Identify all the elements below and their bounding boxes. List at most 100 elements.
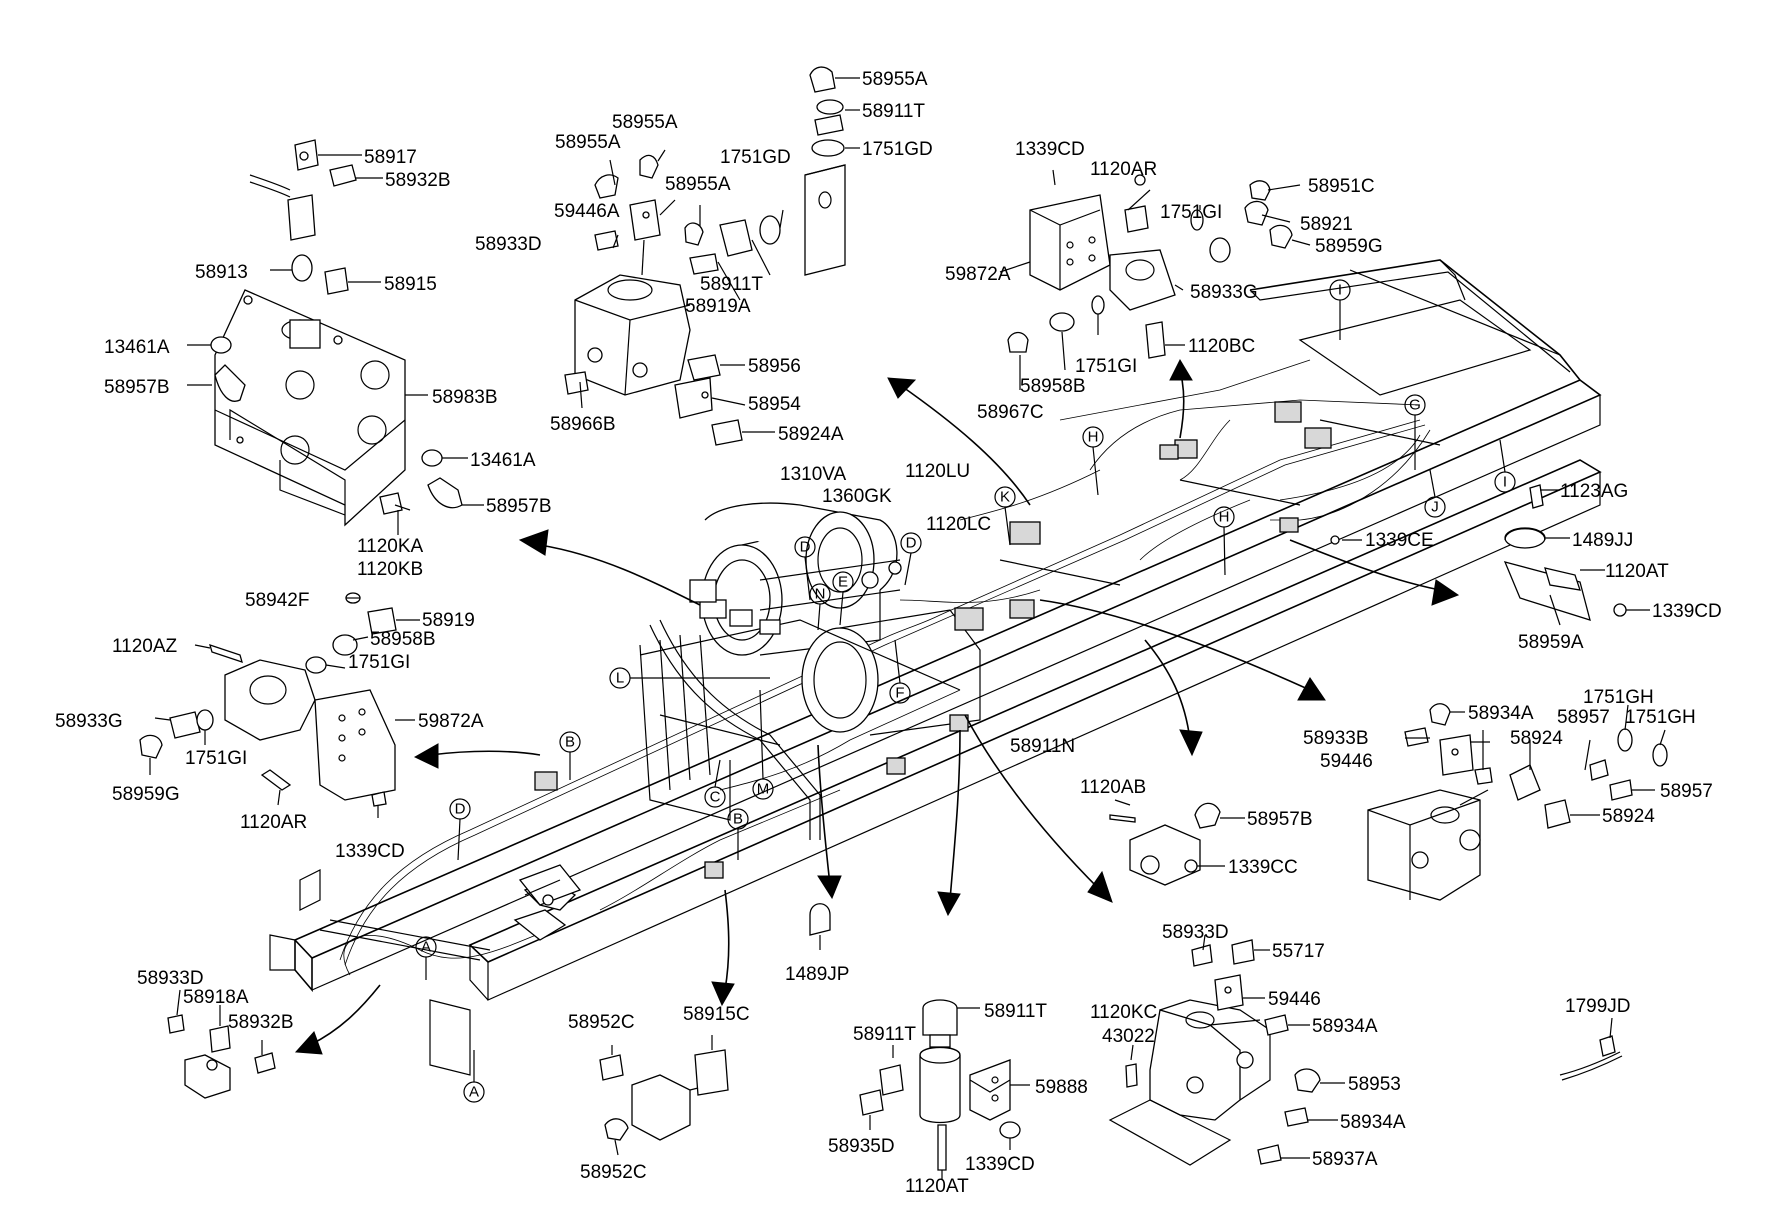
callout-k: K (994, 486, 1016, 546)
part-label: 1751GH (1625, 707, 1696, 728)
part-label: 58934A (1468, 703, 1534, 724)
part-label: 58958B (1020, 376, 1086, 397)
reference-arrows (294, 358, 1460, 1055)
part-label: 58952C (568, 1012, 635, 1033)
part-label: 1120AT (1605, 561, 1669, 582)
callout-e: E (832, 571, 854, 626)
part-label: 59872A (945, 264, 1011, 285)
svg-text:A: A (469, 1084, 479, 1101)
part-label: 58933B (1303, 728, 1369, 749)
callout-i-right: I (1494, 439, 1516, 493)
part-label: 58959G (1315, 236, 1383, 257)
part-label: 58951C (1308, 176, 1375, 197)
callout-g: G (1404, 394, 1426, 470)
svg-text:E: E (838, 574, 848, 591)
part-label: 58952C (580, 1162, 647, 1183)
svg-text:D: D (800, 539, 811, 556)
part-label: 58924A (778, 424, 844, 445)
part-label: 1751GI (1160, 202, 1222, 223)
part-label: 58915 (384, 274, 437, 295)
part-label: 58955A (862, 69, 928, 90)
part-label: 59446 (1268, 989, 1321, 1010)
svg-text:G: G (1409, 397, 1421, 414)
part-label: 58913 (195, 262, 248, 283)
part-label: 1120LU (905, 461, 970, 482)
part-label: 58911T (700, 274, 763, 295)
part-label: 55717 (1272, 941, 1325, 962)
part-label: 1310VA (780, 464, 847, 485)
part-label: 58933D (1162, 922, 1229, 943)
part-label: 58956 (748, 356, 801, 377)
part-label: 1489JJ (1572, 530, 1633, 551)
part-label: 58953 (1348, 1074, 1401, 1095)
part-label: 58955A (665, 174, 731, 195)
callout-l: L (609, 667, 770, 689)
callout-d-3: D (449, 798, 471, 861)
bottom-left-fitting-assembly (167, 989, 276, 1099)
part-label: 58959A (1518, 632, 1584, 653)
callout-b-1: B (559, 731, 581, 780)
part-label: 58957 (1557, 707, 1610, 728)
part-label: 1339CC (1228, 857, 1298, 878)
svg-text:K: K (1000, 489, 1010, 506)
svg-text:J: J (1431, 499, 1439, 516)
svg-text:I: I (1503, 474, 1507, 491)
part-label: 58954 (748, 394, 801, 415)
part-label: 1339CD (1015, 139, 1085, 160)
part-label: 58937A (1312, 1149, 1378, 1170)
svg-text:L: L (616, 670, 624, 687)
part-label: 58911T (862, 101, 925, 122)
part-label: 1799JD (1565, 996, 1631, 1017)
svg-text:H: H (1088, 429, 1099, 446)
part-label: 1120BC (1188, 336, 1255, 357)
part-label: 58942F (245, 590, 309, 611)
part-label: 58919 (422, 610, 475, 631)
part-label: 1120KA (357, 536, 424, 557)
part-label: 1339CD (335, 841, 405, 862)
part-label: 1120KC (1090, 1002, 1157, 1023)
part-label: 1360GK (822, 486, 892, 507)
part-label: 58934A (1340, 1112, 1406, 1133)
svg-text:D: D (455, 801, 466, 818)
callout-a-1: A (415, 936, 437, 980)
frame-mounted-valves (513, 401, 1332, 941)
part-label: 58918A (183, 987, 249, 1008)
part-label: 43022 (1102, 1026, 1155, 1047)
part-label: 59888 (1035, 1077, 1088, 1098)
part-label: 58924 (1602, 806, 1655, 827)
bottom-center-filter-assembly (859, 999, 1030, 1180)
part-label: 58911T (853, 1024, 916, 1045)
air-lines (339, 359, 1431, 976)
callout-d-2: D (900, 532, 922, 586)
part-label: 58957B (486, 496, 552, 517)
callout-a-2: A (463, 1050, 485, 1103)
clamp-bracket-right (1330, 484, 1650, 626)
part-label: 58935D (828, 1136, 895, 1157)
callout-c: C (704, 759, 726, 808)
part-label: 1120KB (357, 559, 423, 580)
part-label: 58933D (475, 234, 542, 255)
callout-j: J (1424, 469, 1446, 518)
callout-circles: I G H I J K H D D E N L F B C M D B A A (415, 279, 1516, 1103)
upper-bracket-assembly (999, 169, 1311, 390)
svg-text:A: A (421, 939, 431, 956)
part-label: 1751GI (185, 748, 247, 769)
part-label: 1120LC (926, 514, 991, 535)
part-label: 1751GI (1075, 356, 1137, 377)
part-label: 58911T (984, 1001, 1047, 1022)
callout-d-1: D (794, 536, 816, 601)
callout-h-upper: H (1082, 426, 1104, 496)
chassis-frame (269, 259, 1602, 1076)
part-label: 1120AR (1090, 159, 1157, 180)
part-label: 58957B (104, 377, 170, 398)
callout-i-top: I (1329, 279, 1351, 340)
part-label: 58955A (555, 132, 621, 153)
part-label: 1751GH (1583, 687, 1654, 708)
svg-text:I: I (1338, 282, 1342, 299)
part-label: 1339CD (965, 1154, 1035, 1175)
part-label: 58966B (550, 414, 616, 435)
bottom-valve-58915c (599, 1035, 729, 1156)
svg-text:B: B (565, 734, 575, 751)
part-label: 1339CE (1365, 530, 1434, 551)
